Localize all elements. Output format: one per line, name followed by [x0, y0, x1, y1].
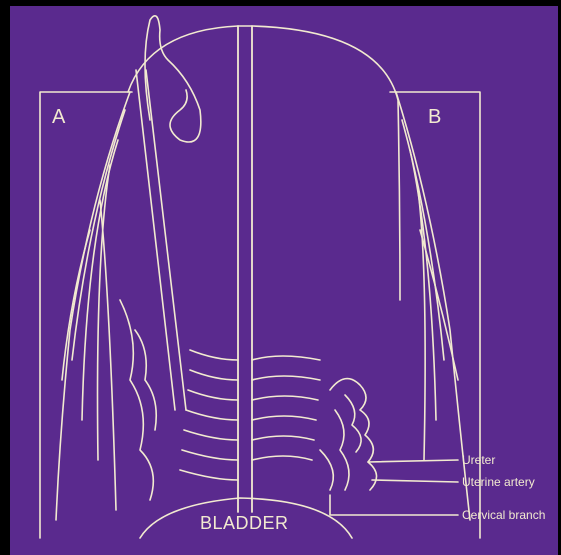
panel-b-frame: [390, 92, 480, 538]
uterine-artery-leader: [372, 480, 458, 482]
ureter-label: Ureter: [462, 454, 495, 466]
cervical-branch-leader: [330, 495, 458, 515]
panel-label-b: B: [428, 107, 441, 127]
cervical-branch-label: Cervical branch: [462, 509, 545, 521]
left-ligament: [56, 92, 130, 520]
bladder-label: BLADDER: [200, 514, 289, 532]
uterine-artery-label: Uterine artery: [462, 476, 535, 488]
center-divider: [238, 26, 252, 512]
ureter-leader: [368, 460, 458, 462]
right-ligament: [396, 92, 470, 520]
suture-thread: [145, 16, 201, 142]
panel-label-a: A: [52, 107, 65, 127]
panel-a-frame: [40, 92, 132, 538]
needle-line: [136, 70, 186, 410]
